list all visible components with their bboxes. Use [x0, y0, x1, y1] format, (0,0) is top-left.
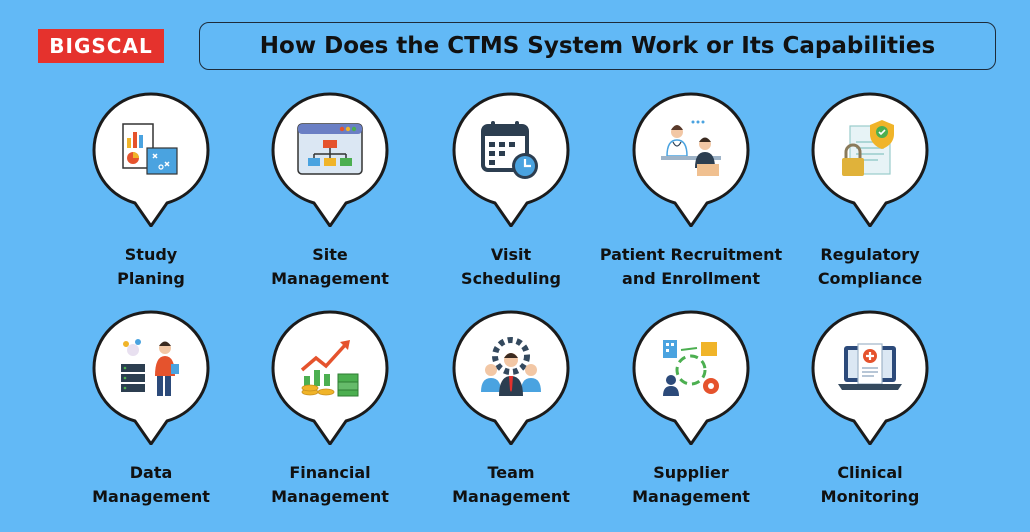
speech-bubble	[270, 92, 390, 227]
study-planning-icon	[122, 123, 178, 175]
server-person-icon	[121, 339, 179, 396]
speech-bubble	[451, 92, 571, 227]
site-management-icon	[297, 123, 363, 175]
speech-bubble	[451, 310, 571, 445]
speech-bubble	[631, 92, 751, 227]
doctor-patient-icon	[661, 120, 721, 176]
calendar-clock-icon	[481, 121, 538, 179]
growth-chart-coins-icon	[300, 340, 359, 397]
medical-laptop-icon	[838, 343, 902, 390]
speech-bubble	[91, 92, 211, 227]
bigscal-logo: BIGSCAL	[38, 29, 164, 63]
page-title: How Does the CTMS System Work or Its Cap…	[199, 22, 996, 70]
speech-bubble	[91, 310, 211, 445]
speech-bubble	[631, 310, 751, 445]
speech-bubble	[810, 92, 930, 227]
speech-bubble	[810, 310, 930, 445]
speech-bubble	[270, 310, 390, 445]
lock-shield-document-icon	[842, 120, 894, 176]
team-gear-icon	[481, 337, 541, 396]
supplier-network-icon	[663, 340, 719, 396]
